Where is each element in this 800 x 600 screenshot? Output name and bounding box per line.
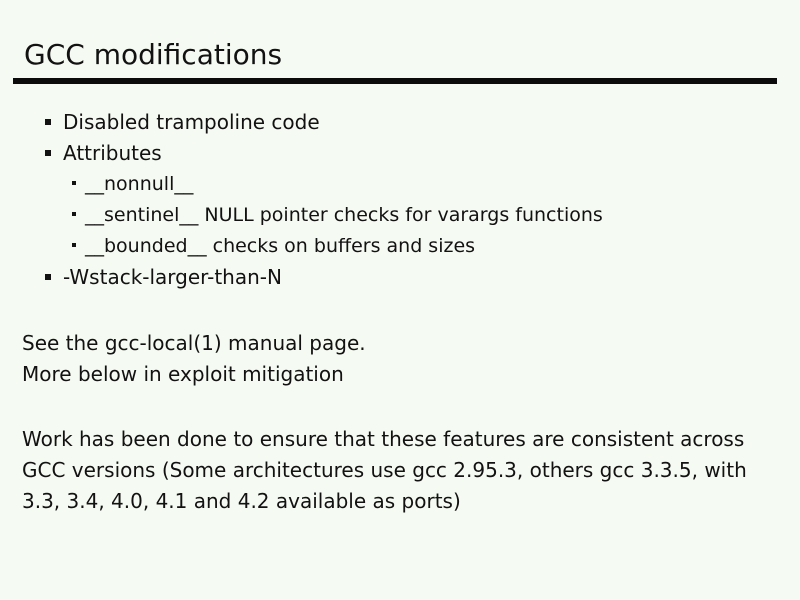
bullet-list: Disabled trampoline code Attributes __no… [0, 107, 603, 293]
note-line: More below in exploit mitigation [22, 362, 344, 386]
bullet-item: -Wstack-larger-than-N [0, 262, 603, 293]
square-bullet-icon [45, 150, 51, 156]
bullet-text: -Wstack-larger-than-N [63, 265, 282, 289]
bullet-item: __sentinel__ NULL pointer checks for var… [0, 200, 603, 231]
note-line: See the gcc-local(1) manual page. [22, 331, 366, 355]
bullet-item: __nonnull__ [0, 169, 603, 200]
bullet-text: __nonnull__ [85, 173, 194, 195]
square-bullet-icon [45, 274, 51, 280]
bullet-item: Attributes [0, 138, 603, 169]
bullet-item: Disabled trampoline code [0, 107, 603, 138]
footer-line: GCC versions (Some architectures use gcc… [22, 458, 747, 482]
bullet-text: Disabled trampoline code [63, 110, 320, 134]
footer-line: 3.3, 3.4, 4.0, 4.1 and 4.2 available as … [22, 489, 461, 513]
notes-paragraph: See the gcc-local(1) manual page. More b… [22, 328, 366, 390]
bullet-text: Attributes [63, 141, 162, 165]
bullet-text: __sentinel__ NULL pointer checks for var… [85, 204, 603, 226]
square-bullet-icon [45, 119, 51, 125]
title-underline [13, 78, 777, 84]
bullet-item: __bounded__ checks on buffers and sizes [0, 231, 603, 262]
square-bullet-icon [72, 181, 76, 185]
square-bullet-icon [72, 212, 76, 216]
footer-line: Work has been done to ensure that these … [22, 427, 745, 451]
square-bullet-icon [72, 243, 76, 247]
bullet-text: __bounded__ checks on buffers and sizes [85, 235, 476, 257]
footer-paragraph: Work has been done to ensure that these … [22, 424, 747, 517]
slide-title: GCC modifications [24, 38, 283, 71]
